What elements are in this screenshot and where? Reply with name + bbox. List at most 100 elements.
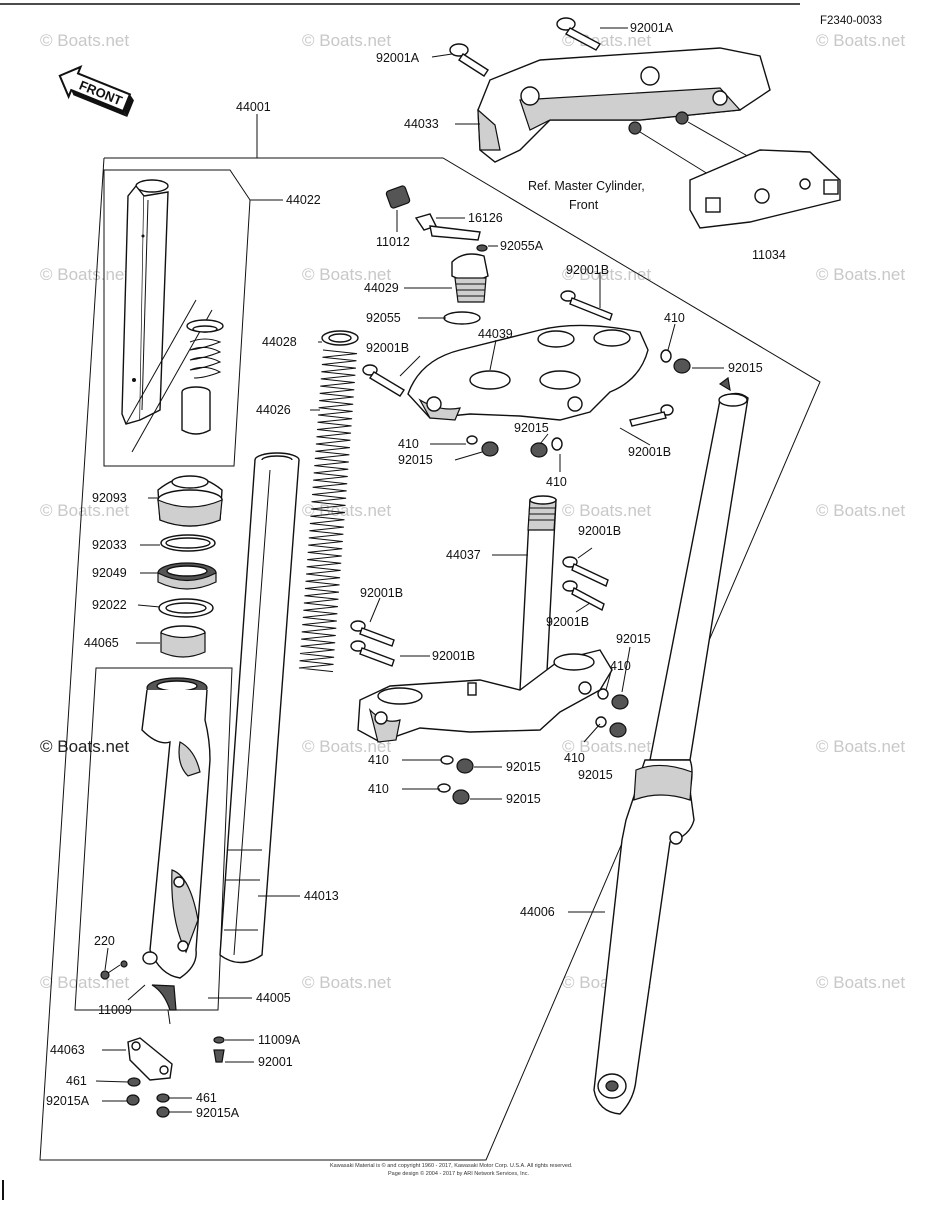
spring-seat [321,330,359,346]
part-label: 92001A [376,51,420,65]
oil-seal [157,562,217,590]
part-label: 11009 [98,1003,132,1017]
part-labels: 44001 44022 92001A 92001A 44033 11012 16… [46,21,786,1120]
upper-bracket-bolts [362,290,674,427]
watermark: © Boats.net [816,737,905,756]
copyright-line-1: Kawasaki Material is © and copyright 196… [330,1162,573,1169]
inner-tube-group-box [103,169,251,467]
diagram-code: F2340-0033 [820,15,882,27]
part-label: 92015 [398,453,433,467]
part-label: 92015 [506,792,541,806]
part-label: 92001B [546,615,589,629]
inner-tube [219,452,300,964]
o-ring-small [476,244,488,252]
part-label: 92001B [360,586,403,600]
watermark-dark: © Boats.net [40,737,129,756]
part-label: 92001B [628,445,671,459]
part-label: 461 [196,1091,217,1105]
part-label: 92049 [92,566,127,580]
part-label: 44029 [364,281,399,295]
watermark: © Boats.net [40,265,129,284]
screw [100,960,128,980]
outer-tube-group-box [74,667,233,1011]
part-label: 92015A [196,1106,240,1120]
damper-rod [121,179,213,453]
steering-stem [519,495,557,691]
part-label: 44039 [478,327,513,341]
leader-lines [95,27,724,1113]
holder-nuts [126,1036,225,1118]
part-label: 461 [66,1074,87,1088]
part-label: 92001B [566,263,609,277]
part-label: 44006 [520,905,555,919]
part-label: 410 [546,475,567,489]
handlebar-holder [477,47,771,163]
ref-note-sub: Front [569,198,599,212]
watermark: © Boats.net [816,31,905,50]
watermark: © Boats.net [562,501,651,520]
part-label: 11009A [258,1033,301,1047]
holder-bolt-left [449,43,489,77]
fork-top-plug [451,253,489,303]
front-arrow-icon: FRONT [58,65,134,118]
part-label: 11034 [752,248,786,262]
air-valve-cap [385,185,411,209]
watermark: © Boats.net [40,973,129,992]
part-label: 92015 [506,760,541,774]
part-label: 92093 [92,491,127,505]
watermark: © Boats.net [816,973,905,992]
holder-bolt-top [556,17,602,51]
part-label: 44028 [262,335,297,349]
part-label: 92001B [578,524,621,538]
part-label: 44026 [256,403,291,417]
watermark: © Boats.net [40,501,129,520]
part-label: 92015 [728,361,763,375]
oil-lock-piece [181,386,211,435]
watermark: © Boats.net [40,31,129,50]
outer-tube-left [141,677,211,1025]
part-label: 44022 [286,193,321,207]
watermark: © Boats.net [816,501,905,520]
upper-bracket-nuts [466,349,691,458]
air-valve [414,213,481,241]
watermark: © Boats.net [302,31,391,50]
part-label: 410 [368,782,389,796]
part-label: 410 [564,751,585,765]
part-label: 92001A [630,21,674,35]
part-label: 92033 [92,538,127,552]
ref-note: Ref. Master Cylinder, [528,179,645,193]
part-label: 92015 [578,768,613,782]
part-label: 44033 [404,117,439,131]
axle-holder [127,1037,173,1081]
part-label: 11012 [376,235,410,249]
part-label: 92001B [432,649,475,663]
part-label: 92055A [500,239,544,253]
part-label: 44005 [256,991,291,1005]
lower-bracket [357,649,613,743]
part-label: 410 [398,437,419,451]
lower-bracket-bolts [350,556,609,667]
part-label: 92055 [366,311,401,325]
fork-assembly-right [593,376,749,1115]
watermark: © Boats.net [302,265,391,284]
o-ring [443,311,481,325]
part-label: 92001B [366,341,409,355]
part-label: 92015 [514,421,549,435]
guide-bushing [160,625,206,658]
part-label: 44001 [236,100,271,114]
fork-spring [298,349,358,673]
watermark: © Boats.net [816,265,905,284]
part-label: 410 [664,311,685,325]
watermark: © Boats.net [302,973,391,992]
part-label: 92022 [92,598,127,612]
part-label: 44013 [304,889,339,903]
part-label: 92001 [258,1055,293,1069]
part-label: 44063 [50,1043,85,1057]
copyright-line-2: Page design © 2004 - 2017 by ARI Network… [388,1170,529,1177]
clamp [689,149,841,229]
part-label: 410 [610,659,631,673]
part-label: 92015A [46,1094,90,1108]
part-label: 16126 [468,211,503,225]
dust-seal [157,475,223,527]
